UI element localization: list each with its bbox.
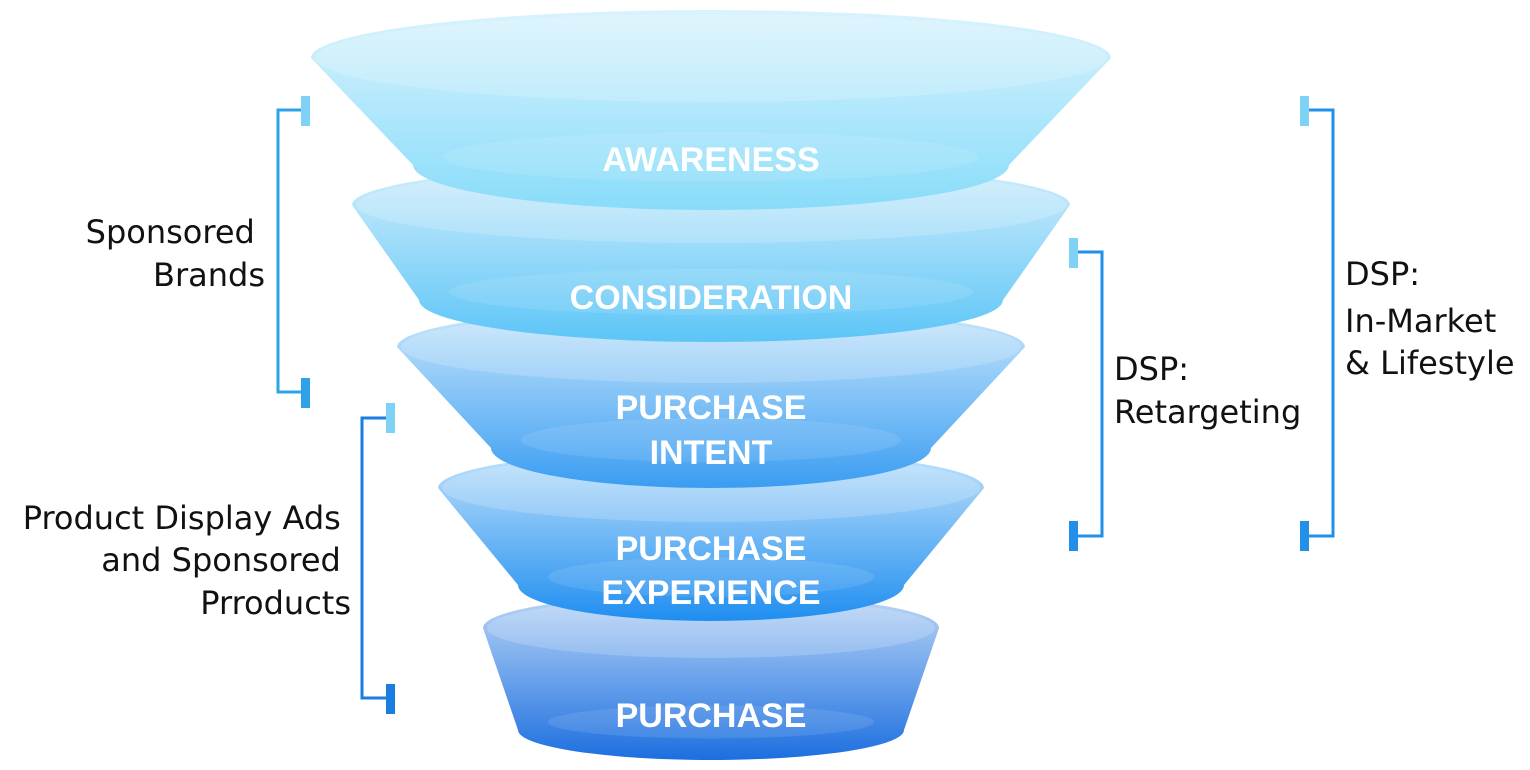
bracket-tick-top bbox=[301, 96, 310, 126]
funnel-stage-label: PURCHASE bbox=[616, 389, 807, 427]
funnel-stage-glow bbox=[449, 268, 973, 316]
funnel-stage-glow bbox=[443, 132, 979, 182]
funnel-stage-body bbox=[397, 307, 1025, 488]
funnel-stage-glow bbox=[548, 705, 874, 739]
bracket-tick-bottom bbox=[301, 378, 310, 408]
bracket-label-dsp-retargeting: DSP: Retargeting bbox=[1114, 350, 1301, 431]
funnel-stage-label: EXPERIENCE bbox=[601, 574, 820, 612]
funnel-stage-label: PURCHASE bbox=[616, 530, 807, 568]
funnel-stage-body bbox=[352, 163, 1070, 342]
funnel-stage-label: PURCHASE bbox=[616, 697, 807, 735]
funnel-stage-glow bbox=[521, 418, 901, 462]
funnel-stage-body bbox=[438, 450, 984, 621]
bracket-tick-top bbox=[1069, 238, 1078, 268]
bracket-line bbox=[276, 108, 306, 394]
bracket-tick-top bbox=[386, 403, 395, 433]
bracket-label-sponsored-brands: Sponsored Brands bbox=[86, 213, 265, 294]
funnel-stage-glow bbox=[548, 557, 874, 597]
bracket-tick-bottom bbox=[1300, 521, 1309, 551]
bracket-tick-top bbox=[1300, 96, 1309, 126]
bracket-dsp-retargeting: DSP: Retargeting bbox=[1069, 238, 1301, 551]
bracket-line bbox=[1073, 250, 1104, 538]
bracket-line bbox=[1304, 108, 1335, 538]
funnel-stage-label: CONSIDERATION bbox=[570, 279, 853, 317]
bracket-label-dsp-in-market-lifestyle: DSP: In-Market & Lifestyle bbox=[1345, 255, 1515, 382]
funnel-stage-body bbox=[311, 10, 1111, 210]
funnel-stage-label: INTENT bbox=[650, 434, 773, 472]
funnel-stage-0: AWARENESS bbox=[311, 10, 1111, 210]
funnel-stage-label: AWARENESS bbox=[602, 141, 819, 179]
bracket-sponsored-brands: Sponsored Brands bbox=[86, 96, 310, 408]
bracket-tick-bottom bbox=[386, 684, 395, 714]
bracket-line bbox=[360, 416, 390, 700]
funnel-stage-body bbox=[483, 594, 939, 760]
funnel-stage-rim bbox=[315, 14, 1107, 102]
bracket-dsp-in-market-lifestyle: DSP: In-Market & Lifestyle bbox=[1300, 96, 1515, 551]
bracket-product-display-ads: Product Display Ads and Sponsored Prrodu… bbox=[23, 403, 395, 714]
bracket-label-product-display-ads: Product Display Ads and Sponsored Prrodu… bbox=[23, 499, 351, 622]
bracket-tick-bottom bbox=[1069, 521, 1078, 551]
